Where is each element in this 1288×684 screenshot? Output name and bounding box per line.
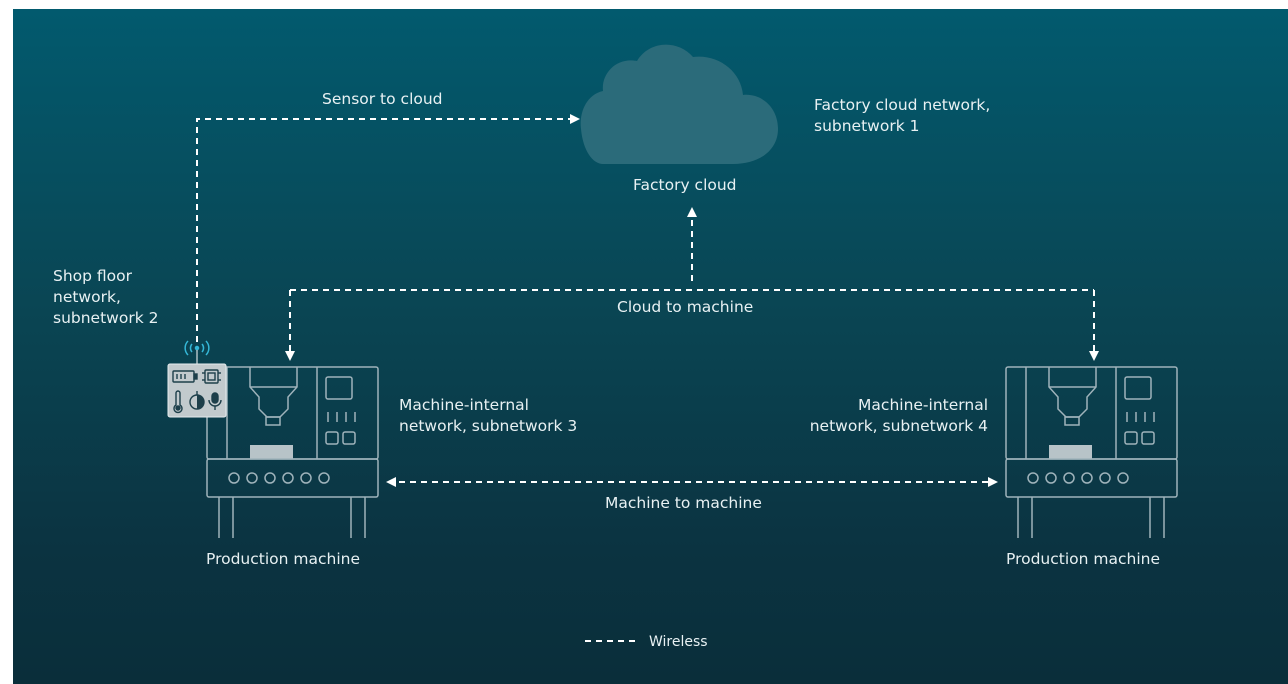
- shop-floor-network-line-2: network,: [53, 288, 121, 306]
- production-machine-right-label: Production machine: [1006, 550, 1161, 568]
- microphone-icon: [208, 392, 222, 410]
- cloud-to-machine-label: Cloud to machine: [617, 298, 754, 316]
- machine-internal-left-line-2: network, subnetwork 3: [399, 417, 578, 435]
- production-machine-icon: [1005, 366, 1178, 539]
- cloud-icon: [580, 44, 778, 164]
- production-machine-left-label: Production machine: [206, 550, 361, 568]
- shop-floor-network-label: Shop floor network, subnetwork 2: [53, 266, 158, 329]
- sensor-box-icon: [167, 363, 227, 418]
- factory-cloud-network-line-1: Factory cloud network,: [814, 96, 991, 114]
- machine-internal-right-label: Machine-internal network, subnetwork 4: [810, 395, 988, 437]
- cloud-to-machine-line: [285, 207, 1099, 361]
- machine-internal-right-line-1: Machine-internal: [858, 396, 988, 414]
- chip-icon: [202, 369, 221, 384]
- shop-floor-network-line-3: subnetwork 2: [53, 309, 159, 327]
- sensor-to-cloud-label: Sensor to cloud: [322, 90, 443, 108]
- factory-cloud-network-label: Factory cloud network, subnetwork 1: [814, 95, 990, 137]
- machine-to-machine-label: Machine to machine: [605, 494, 762, 512]
- machine-internal-left-label: Machine-internal network, subnetwork 3: [399, 395, 577, 437]
- shop-floor-network-line-1: Shop floor: [53, 267, 133, 285]
- battery-icon: [172, 370, 198, 383]
- diagram-canvas: Sensor to cloud Factory cloud network, s…: [13, 9, 1288, 684]
- machine-internal-right-line-2: network, subnetwork 4: [809, 417, 988, 435]
- factory-cloud-label: Factory cloud: [633, 176, 737, 194]
- sensor-to-cloud-line: [196, 114, 580, 342]
- wireless-signal-icon: [184, 340, 210, 364]
- gauge-icon: [189, 391, 205, 410]
- thermometer-icon: [173, 390, 183, 414]
- factory-cloud-network-line-2: subnetwork 1: [814, 117, 920, 135]
- production-machine-icon: [206, 366, 379, 539]
- legend-wireless-label: Wireless: [649, 634, 708, 650]
- network-diagram: [167, 44, 1178, 642]
- machine-internal-left-line-1: Machine-internal: [399, 396, 529, 414]
